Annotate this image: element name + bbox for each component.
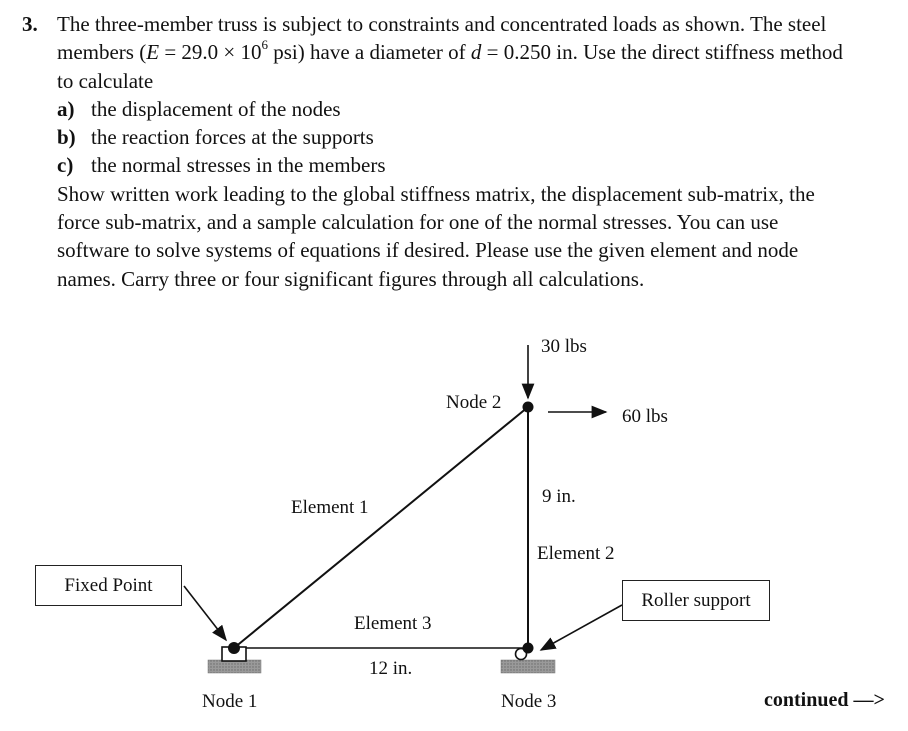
modulus-symbol: E <box>146 40 160 65</box>
instruction-line-1: Show written work leading to the global … <box>57 181 815 206</box>
part-b-label: b) <box>57 125 76 150</box>
part-b: b) the reaction forces at the supports <box>57 123 904 151</box>
node-2-label: Node 2 <box>446 392 502 413</box>
part-a-label: a) <box>57 96 75 121</box>
element-1-label: Element 1 <box>291 497 369 518</box>
element-1-member <box>233 406 529 649</box>
line2-pre: members ( <box>57 40 147 65</box>
part-a-text: the displacement of the nodes <box>91 96 341 121</box>
part-a: a) the displacement of the nodes <box>57 95 904 123</box>
element-3-label: Element 3 <box>354 613 432 634</box>
diameter-symbol: d <box>470 40 482 65</box>
element-2-label: Element 2 <box>537 543 615 564</box>
modulus-value: = 29.0 × 10 <box>159 40 262 65</box>
problem-line-3: to calculate <box>57 68 154 93</box>
node-3-label: Node 3 <box>501 691 557 712</box>
line2-post: = 0.250 in. Use the direct stiffness met… <box>481 40 843 65</box>
continued-note: continued —> <box>764 689 885 711</box>
instruction-line-2: force sub-matrix, and a sample calculati… <box>57 210 779 235</box>
problem-line-1: The three-member truss is subject to con… <box>57 12 827 36</box>
modulus-exponent: 6 <box>261 37 269 53</box>
height-dimension-label: 9 in. <box>542 486 576 507</box>
roller-support-callout: Roller support <box>622 580 770 621</box>
part-b-text: the reaction forces at the supports <box>91 125 374 150</box>
fixed-point-callout: Fixed Point <box>35 565 182 606</box>
part-c-text: the normal stresses in the members <box>91 153 386 178</box>
node-3-point <box>522 642 534 654</box>
roller-callout-arrow <box>539 604 623 651</box>
horizontal-load-label: 60 lbs <box>622 406 668 427</box>
node-1-label: Node 1 <box>202 691 258 712</box>
node-2-point <box>522 401 534 413</box>
problem-number: 3. <box>22 12 38 36</box>
width-dimension-label: 12 in. <box>369 658 413 679</box>
instruction-line-4: names. Carry three or four significant f… <box>57 266 645 291</box>
fixed-point-callout-arrow <box>183 585 227 642</box>
line2-mid: psi) have a diameter of <box>268 40 471 65</box>
problem-body: The three-member truss is subject to con… <box>57 10 904 293</box>
vertical-load-label: 30 lbs <box>541 336 587 357</box>
part-c: c) the normal stresses in the members <box>57 151 904 179</box>
problem-line-2: members (E = 29.0 × 106 psi) have a diam… <box>57 38 904 66</box>
problem-statement: 3. The three-member truss is subject to … <box>14 10 904 293</box>
instruction-line-3: software to solve systems of equations i… <box>57 238 799 263</box>
fixed-support-base <box>207 659 262 674</box>
node-1-point <box>228 642 240 654</box>
part-c-label: c) <box>57 153 74 178</box>
roller-support-base <box>500 659 556 674</box>
